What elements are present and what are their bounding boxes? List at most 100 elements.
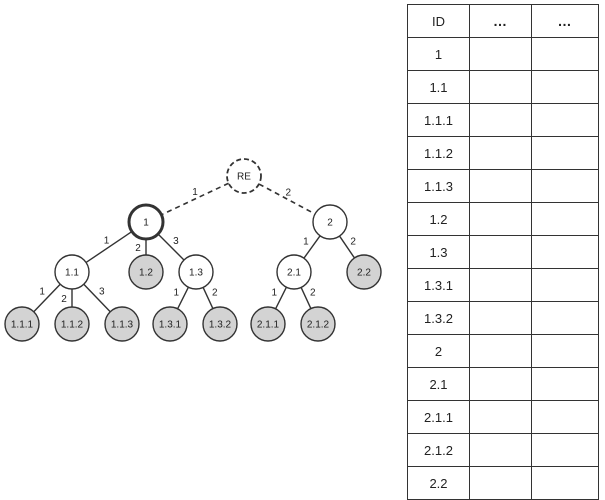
- header-id: ID: [407, 4, 470, 38]
- table-row: 1.1.1: [407, 103, 599, 137]
- row-empty-cell: [531, 136, 599, 170]
- node-label: 1: [143, 218, 149, 229]
- tree-node-2.2: 2.2: [346, 254, 382, 290]
- node-circle: [127, 203, 165, 241]
- tree-node-2.1: 2.1: [276, 254, 312, 290]
- row-empty-cell: [531, 433, 599, 467]
- tree-edges: [33, 182, 356, 313]
- node-label: 1.1.3: [111, 320, 134, 331]
- tree-node-1: 1: [127, 203, 165, 241]
- node-circle: [4, 306, 40, 342]
- tree-nodes: RE 1 2 1.1 1.2 1.3 2.1 2.2 1.1.1 1.1.2 1.1.3 1.3.1 1…: [4, 158, 382, 342]
- node-circle: [226, 158, 262, 194]
- row-empty-cell: [531, 400, 599, 434]
- row-empty-cell: [531, 235, 599, 269]
- edge-1.3-1.3.2: [202, 287, 214, 309]
- tree-node-1.1: 1.1: [54, 254, 90, 290]
- edge-1-1.1: [85, 230, 133, 264]
- row-id-cell: 1.3: [407, 235, 470, 269]
- edge-label-1.3-1.3.1: 1: [174, 287, 180, 298]
- tree-node-1.3.2: 1.3.2: [202, 306, 238, 342]
- node-label: 1.2: [139, 268, 153, 279]
- row-id-cell: 1.3.2: [407, 301, 470, 335]
- edge-label-2-2.2: 2: [350, 236, 356, 247]
- node-circle: [152, 306, 188, 342]
- node-label: 2.1.1: [257, 320, 280, 331]
- row-id-cell: 1.1.3: [407, 169, 470, 203]
- node-label: 2.2: [357, 268, 371, 279]
- node-label: 1.1.1: [11, 320, 34, 331]
- row-empty-cell: [531, 37, 599, 71]
- tree-node-1.1.2: 1.1.2: [54, 306, 90, 342]
- edge-2-2.2: [338, 235, 356, 259]
- row-empty-cell: [469, 70, 532, 104]
- edge-label-2.1-2.1.1: 1: [272, 287, 278, 298]
- table-row: 1: [407, 37, 599, 71]
- row-id-cell: 2.1.2: [407, 433, 470, 467]
- node-label: 1.3: [189, 268, 203, 279]
- table-row: 1.2: [407, 202, 599, 236]
- table-row: 2: [407, 334, 599, 368]
- tree-node-2: 2: [312, 204, 348, 240]
- row-empty-cell: [469, 37, 532, 71]
- row-empty-cell: [469, 268, 532, 302]
- row-id-cell: 1.1.1: [407, 103, 470, 137]
- row-id-cell: 1.1.2: [407, 136, 470, 170]
- edge-label-1.1-1.1.2: 2: [61, 294, 67, 305]
- table-row: 1.3: [407, 235, 599, 269]
- node-label: 2.1.2: [307, 320, 330, 331]
- tree-node-1.3: 1.3: [178, 254, 214, 290]
- node-circle: [300, 306, 336, 342]
- edge-2.1-2.1.2: [300, 287, 312, 309]
- table-row: 2.1.2: [407, 433, 599, 467]
- row-empty-cell: [531, 334, 599, 368]
- node-label: 1.3.2: [209, 320, 232, 331]
- node-label: 2: [327, 218, 333, 229]
- tree-node-1.2: 1.2: [128, 254, 164, 290]
- edge-label-RE-1: 1: [192, 187, 198, 198]
- edge-2-2.1: [303, 235, 321, 259]
- row-empty-cell: [469, 103, 532, 137]
- tree-node-1.3.1: 1.3.1: [152, 306, 188, 342]
- node-circle: [104, 306, 140, 342]
- edge-label-1-1.3: 3: [173, 236, 179, 247]
- edge-label-1.3-1.3.2: 2: [212, 287, 218, 298]
- table-header-row: ID … …: [407, 4, 599, 38]
- node-circle: [312, 204, 348, 240]
- edge-RE-1: [161, 182, 229, 216]
- tree-node-2.1.1: 2.1.1: [250, 306, 286, 342]
- row-empty-cell: [531, 103, 599, 137]
- edge-label-1-1.2: 2: [135, 243, 141, 254]
- node-label: 1.1.2: [61, 320, 84, 331]
- table-row: 2.1.1: [407, 400, 599, 434]
- node-circle: [276, 254, 312, 290]
- row-empty-cell: [469, 367, 532, 401]
- row-empty-cell: [469, 466, 532, 500]
- edge-label-1-1.1: 1: [104, 235, 110, 246]
- row-id-cell: 1.2: [407, 202, 470, 236]
- row-id-cell: 2.1: [407, 367, 470, 401]
- table-row: 2.2: [407, 466, 599, 500]
- table-row: 2.1: [407, 367, 599, 401]
- row-empty-cell: [531, 268, 599, 302]
- header-col-3: …: [531, 4, 599, 38]
- node-circle: [346, 254, 382, 290]
- row-empty-cell: [469, 400, 532, 434]
- tree-node-1.1.3: 1.1.3: [104, 306, 140, 342]
- tree-node-RE: RE: [226, 158, 262, 194]
- row-empty-cell: [469, 433, 532, 467]
- row-id-cell: 2.2: [407, 466, 470, 500]
- node-circle: [54, 254, 90, 290]
- node-circle: [54, 306, 90, 342]
- row-id-cell: 1.3.1: [407, 268, 470, 302]
- row-empty-cell: [531, 466, 599, 500]
- row-id-cell: 2.1.1: [407, 400, 470, 434]
- tree-node-2.1.2: 2.1.2: [300, 306, 336, 342]
- edge-2.1-2.1.1: [274, 286, 288, 310]
- edge-label-2-2.1: 1: [303, 236, 309, 247]
- node-label: 2.1: [287, 268, 301, 279]
- row-id-cell: 1: [407, 37, 470, 71]
